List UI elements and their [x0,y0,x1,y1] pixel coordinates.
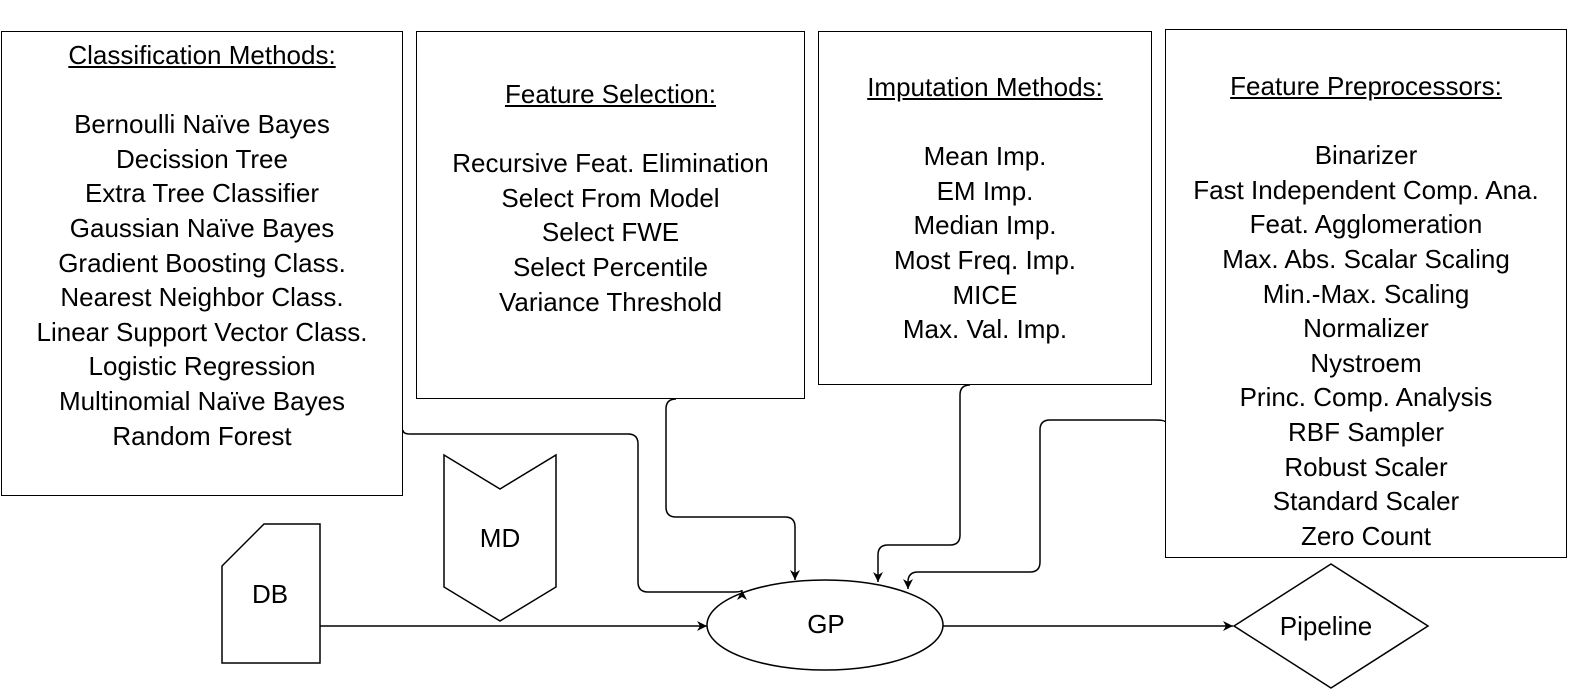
preprocessors-item: Princ. Comp. Analysis [1239,382,1493,413]
preprocessors-header: Feature Preprocessors: [1230,71,1502,101]
preprocessors-item: Normalizer [1303,313,1429,344]
classification-item: Extra Tree Classifier [84,178,320,209]
gp-shape [706,579,944,671]
classification-item: Multinomial Naïve Bayes [58,385,346,416]
classification-item: Linear Support Vector Class. [36,316,368,347]
classification-spacer [2,73,402,108]
feature-selection-item: Variance Threshold [498,286,723,317]
preprocessors-item: RBF Sampler [1287,416,1445,447]
imputation-item: Max. Val. Imp. [902,314,1068,345]
imputation-spacer [819,105,1151,140]
imputation-methods-box: Imputation Methods: Mean Imp. EM Imp. Me… [818,31,1152,385]
feature-selection-header: Feature Selection: [504,79,716,109]
pipeline-shape [1232,563,1430,689]
classification-item: Random Forest [112,420,292,451]
pipeline-label: Pipeline [1280,611,1373,641]
preprocessors-item: Min.-Max. Scaling [1262,278,1470,309]
classification-item: Nearest Neighbor Class. [60,282,344,313]
classification-item: Gradient Boosting Class. [58,247,346,278]
preprocessors-item: Feat. Agglomeration [1249,209,1483,240]
classification-item: Decission Tree [116,143,288,174]
feature-selection-item: Select Percentile [512,251,709,282]
classification-item: Logistic Regression [88,351,316,382]
feature-preprocessors-box: Feature Preprocessors: Binarizer Fast In… [1165,29,1567,558]
imputation-item: Median Imp. [913,210,1057,241]
gp-label: GP [807,609,845,639]
imputation-item: Most Freq. Imp. [893,244,1077,275]
feature-selection-item: Select From Model [501,182,720,213]
preprocessors-item: Zero Count [1300,520,1432,551]
preprocessors-item: Fast Independent Comp. Ana. [1193,174,1539,205]
preprocessors-item: Nystroem [1310,347,1422,378]
feature-selection-item: Recursive Feat. Elimination [452,148,769,179]
feature-selection-item: Select FWE [541,217,680,248]
classification-item: Gaussian Naïve Bayes [69,212,335,243]
connector-feature-selection-gp [665,398,800,580]
preprocessors-item: Max. Abs. Scalar Scaling [1222,243,1510,274]
feature-selection-box: Feature Selection: Recursive Feat. Elimi… [416,31,805,399]
preprocessors-item: Standard Scaler [1272,486,1460,517]
imputation-item: EM Imp. [936,175,1034,206]
imputation-item: Mean Imp. [923,141,1047,172]
md-shape [443,453,557,622]
md-label: MD [480,523,520,553]
classification-methods-box: Classification Methods: Bernoulli Naïve … [1,31,403,496]
feature-selection-spacer [417,112,804,147]
db-label: DB [252,579,288,609]
imputation-item: MICE [952,279,1018,310]
classification-item: Bernoulli Naïve Bayes [74,109,330,140]
db-shape [221,523,321,664]
classification-header: Classification Methods: [68,40,336,70]
preprocessors-item: Binarizer [1314,140,1418,171]
preprocessors-spacer [1166,104,1566,139]
connector-imputation-gp [873,384,971,582]
connector-classification-gp [402,429,747,601]
connector-preprocessors-gp [903,419,1166,589]
preprocessors-item: Robust Scaler [1284,451,1448,482]
imputation-header: Imputation Methods: [867,72,1103,102]
